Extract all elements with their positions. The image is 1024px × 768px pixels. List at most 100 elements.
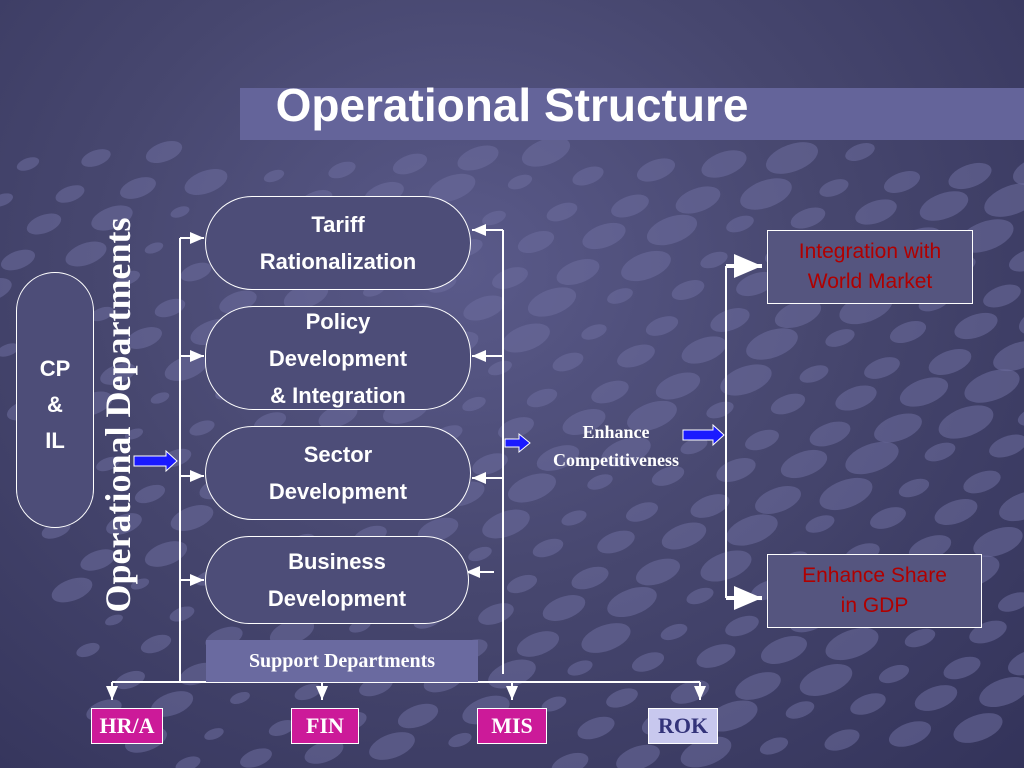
background-dot bbox=[1008, 648, 1024, 676]
background-dot bbox=[617, 344, 655, 368]
background-dot bbox=[328, 161, 356, 179]
background-dot bbox=[169, 606, 195, 622]
background-dot bbox=[824, 729, 860, 751]
background-dot bbox=[973, 526, 1023, 558]
background-dot bbox=[144, 242, 164, 254]
background-dot bbox=[170, 206, 190, 218]
background-dot bbox=[870, 507, 906, 529]
background-dot bbox=[899, 377, 949, 407]
background-dot bbox=[106, 513, 142, 535]
background-dot bbox=[546, 202, 578, 222]
background-dot bbox=[845, 441, 899, 475]
background-dot bbox=[631, 652, 665, 672]
background-dot bbox=[448, 732, 472, 748]
background-dot bbox=[864, 357, 900, 379]
background-dot bbox=[240, 748, 272, 768]
background-dot bbox=[587, 474, 613, 490]
background-dot bbox=[993, 340, 1024, 372]
background-dot bbox=[938, 405, 994, 439]
background-dot bbox=[468, 546, 492, 562]
background-dot bbox=[627, 400, 677, 432]
background-dot bbox=[954, 312, 998, 340]
outcome-enhance-share-gdp: Enhance Share in GDP bbox=[767, 554, 982, 628]
background-dot bbox=[116, 270, 140, 286]
background-dot bbox=[502, 323, 550, 353]
background-dot bbox=[799, 365, 829, 383]
background-dot bbox=[140, 634, 172, 654]
background-dot bbox=[825, 627, 879, 661]
background-dot bbox=[746, 328, 798, 360]
outcome-integration-world-market: Integration with World Market bbox=[767, 230, 973, 304]
background-dot bbox=[472, 453, 508, 475]
background-dot bbox=[26, 213, 62, 235]
dept-sector-development: Sector Development bbox=[205, 426, 471, 520]
background-dot bbox=[1008, 248, 1024, 272]
background-dot bbox=[780, 449, 828, 479]
background-dot bbox=[616, 744, 660, 768]
background-dot bbox=[700, 251, 728, 269]
background-dot bbox=[671, 280, 705, 300]
background-dot bbox=[675, 186, 721, 214]
background-dot bbox=[874, 413, 922, 443]
background-dot bbox=[979, 676, 1024, 708]
background-dot bbox=[100, 363, 136, 385]
background-dot bbox=[883, 171, 921, 193]
background-dot bbox=[636, 158, 676, 182]
background-dot bbox=[845, 143, 875, 161]
background-dot bbox=[819, 477, 873, 511]
background-dot bbox=[919, 191, 969, 221]
background-dot bbox=[80, 549, 116, 571]
background-dot bbox=[508, 473, 556, 503]
outcome-line: in GDP bbox=[840, 594, 909, 617]
background-dot bbox=[889, 320, 927, 344]
background-dot bbox=[989, 434, 1024, 458]
background-dot bbox=[81, 149, 111, 167]
background-dot bbox=[696, 644, 736, 668]
background-dot bbox=[759, 737, 789, 755]
page-title: Operational Structure bbox=[275, 79, 749, 131]
background-dot bbox=[611, 194, 649, 218]
dept-label-line: Rationalization bbox=[259, 249, 417, 274]
background-dot bbox=[130, 578, 150, 590]
background-dot bbox=[516, 631, 560, 657]
dept-label-line: Tariff bbox=[311, 212, 365, 237]
background-dot bbox=[144, 541, 188, 567]
cp-il-unit: CP & IL bbox=[16, 272, 94, 528]
background-dot bbox=[790, 207, 826, 229]
background-dot bbox=[720, 364, 772, 396]
background-dot bbox=[655, 372, 701, 400]
background-dot bbox=[0, 343, 20, 357]
background-dot bbox=[521, 137, 571, 167]
background-dot bbox=[304, 740, 344, 764]
background-dot bbox=[561, 510, 587, 526]
background-dot bbox=[170, 505, 214, 531]
operational-departments-label: Operational Departments bbox=[98, 217, 138, 613]
background-dot bbox=[805, 515, 835, 533]
background-dot bbox=[517, 230, 555, 254]
background-dot bbox=[799, 664, 853, 696]
background-dot bbox=[635, 558, 681, 586]
background-dot bbox=[428, 173, 476, 203]
background-dot bbox=[134, 484, 166, 504]
background-dot bbox=[785, 701, 815, 719]
background-dot bbox=[686, 587, 714, 605]
background-dot bbox=[581, 623, 631, 653]
background-dot bbox=[552, 352, 584, 372]
background-dot bbox=[507, 174, 533, 190]
dept-label-line: & Integration bbox=[270, 382, 406, 408]
background-dot bbox=[1, 249, 35, 271]
background-dot bbox=[581, 324, 607, 340]
background-dot bbox=[710, 308, 750, 332]
background-dot bbox=[551, 752, 589, 768]
background-dot bbox=[16, 157, 40, 171]
background-dot bbox=[934, 498, 978, 526]
support-dept-hra: HR/A bbox=[91, 708, 163, 744]
background-dot bbox=[948, 162, 992, 190]
background-dot bbox=[392, 153, 428, 175]
background-dot bbox=[850, 693, 886, 715]
background-dot bbox=[204, 728, 224, 740]
background-dot bbox=[984, 183, 1024, 217]
background-dot bbox=[735, 672, 781, 700]
